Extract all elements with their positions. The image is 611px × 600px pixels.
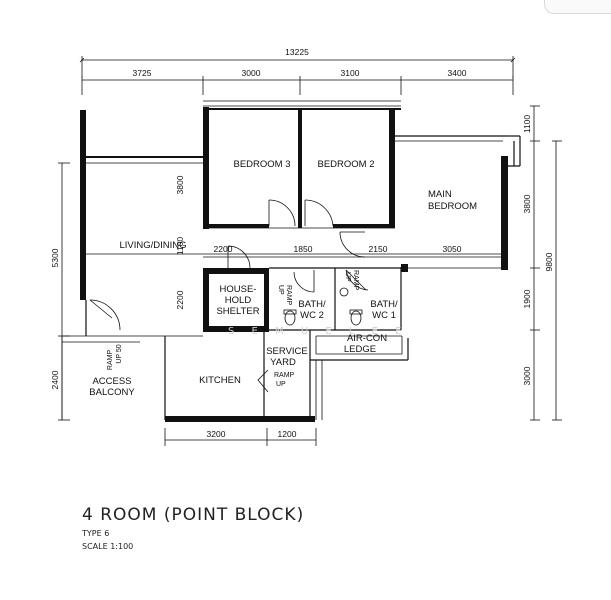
label-main-bedroom-line1: MAIN: [428, 189, 452, 200]
plan-title: 4 ROOM (POINT BLOCK): [82, 505, 304, 525]
label-bath-wc2-line1: BATH/: [298, 299, 326, 310]
plan-type: TYPE 6: [81, 529, 109, 538]
ramp-bath1-line1: RAMP: [352, 270, 359, 291]
label-aircon-line2: LEDGE: [344, 344, 376, 355]
dim-top-1: 3725: [133, 68, 152, 78]
label-bedroom-3: BEDROOM 3: [233, 159, 290, 170]
walls: [61, 100, 521, 422]
ramp-labels: RAMP UP RAMP UP RAMP UP RAMP UP 50: [107, 270, 359, 388]
label-aircon-line1: AIR-CON: [347, 333, 387, 344]
dim-3050: 3050: [443, 244, 462, 254]
label-household-line2: HOLD: [225, 295, 252, 306]
dim-9800: 9800: [544, 252, 554, 271]
dim-3800-left: 3800: [175, 175, 185, 194]
label-access-balcony-line1: ACCESS: [92, 376, 131, 387]
plan-scale: SCALE 1:100: [82, 542, 133, 551]
label-access-balcony-line2: BALCONY: [89, 387, 135, 398]
dim-overall-width: 13225: [285, 47, 309, 57]
caption: 4 ROOM (POINT BLOCK) TYPE 6 SCALE 1:100: [81, 505, 304, 551]
dim-1100-left: 1100: [175, 237, 185, 256]
dim-3800-right: 3800: [522, 194, 532, 213]
dim-top-3: 3100: [341, 68, 360, 78]
label-bath-wc1-line1: BATH/: [370, 299, 398, 310]
label-bath-wc1-line2: WC 1: [372, 310, 396, 321]
dim-top-2: 3000: [242, 68, 261, 78]
label-bath-wc2-line2: WC 2: [300, 310, 324, 321]
dim-3200: 3200: [207, 429, 226, 439]
dim-top-4: 3400: [448, 68, 467, 78]
label-service-yard-line2: YARD: [270, 357, 296, 368]
dim-1850: 1850: [294, 244, 313, 254]
label-main-bedroom-line2: BEDROOM: [428, 201, 477, 212]
ramp-bath2-line2: UP: [277, 285, 284, 295]
dim-1200: 1200: [278, 429, 297, 439]
label-bedroom-2: BEDROOM 2: [317, 159, 374, 170]
dim-1100-right: 1100: [522, 115, 532, 134]
ramp-access-line2: UP 50: [116, 344, 123, 363]
room-labels: BEDROOM 3 BEDROOM 2 MAIN BEDROOM LIVING/…: [89, 159, 477, 398]
ramp-bath2-line1: RAMP: [285, 285, 292, 306]
fixtures: [283, 287, 363, 326]
ramp-service-line1: RAMP: [274, 372, 295, 379]
ramp-bath1-line2: UP: [344, 272, 351, 282]
dim-2400: 2400: [50, 370, 60, 389]
top-dimensions: 13225 3725 3000 3100 3400: [79, 47, 516, 95]
dim-3000-right: 3000: [522, 366, 532, 385]
dim-2150: 2150: [369, 244, 388, 254]
ramp-service-line2: UP: [276, 381, 286, 388]
corner-tab: [544, 0, 611, 14]
doors: [89, 199, 369, 393]
label-living-dining: LIVING/DINING: [119, 240, 186, 251]
label-household-line3: SHELTER: [216, 306, 259, 317]
dim-5300: 5300: [50, 248, 60, 267]
inner-dimensions: 3800 1100 2200 2200 1850 2150 3050 5300 …: [50, 105, 562, 446]
label-household-line1: HOUSE-: [220, 284, 257, 295]
label-kitchen: KITCHEN: [199, 375, 241, 386]
ramp-access-line1: RAMP: [107, 350, 114, 371]
watermark-text: S E M U E L E E: [228, 326, 408, 337]
label-service-yard-line1: SERVICE: [266, 346, 308, 357]
dim-1900: 1900: [522, 289, 532, 308]
dim-2200-left: 2200: [175, 290, 185, 309]
dim-2200-top: 2200: [214, 244, 233, 254]
